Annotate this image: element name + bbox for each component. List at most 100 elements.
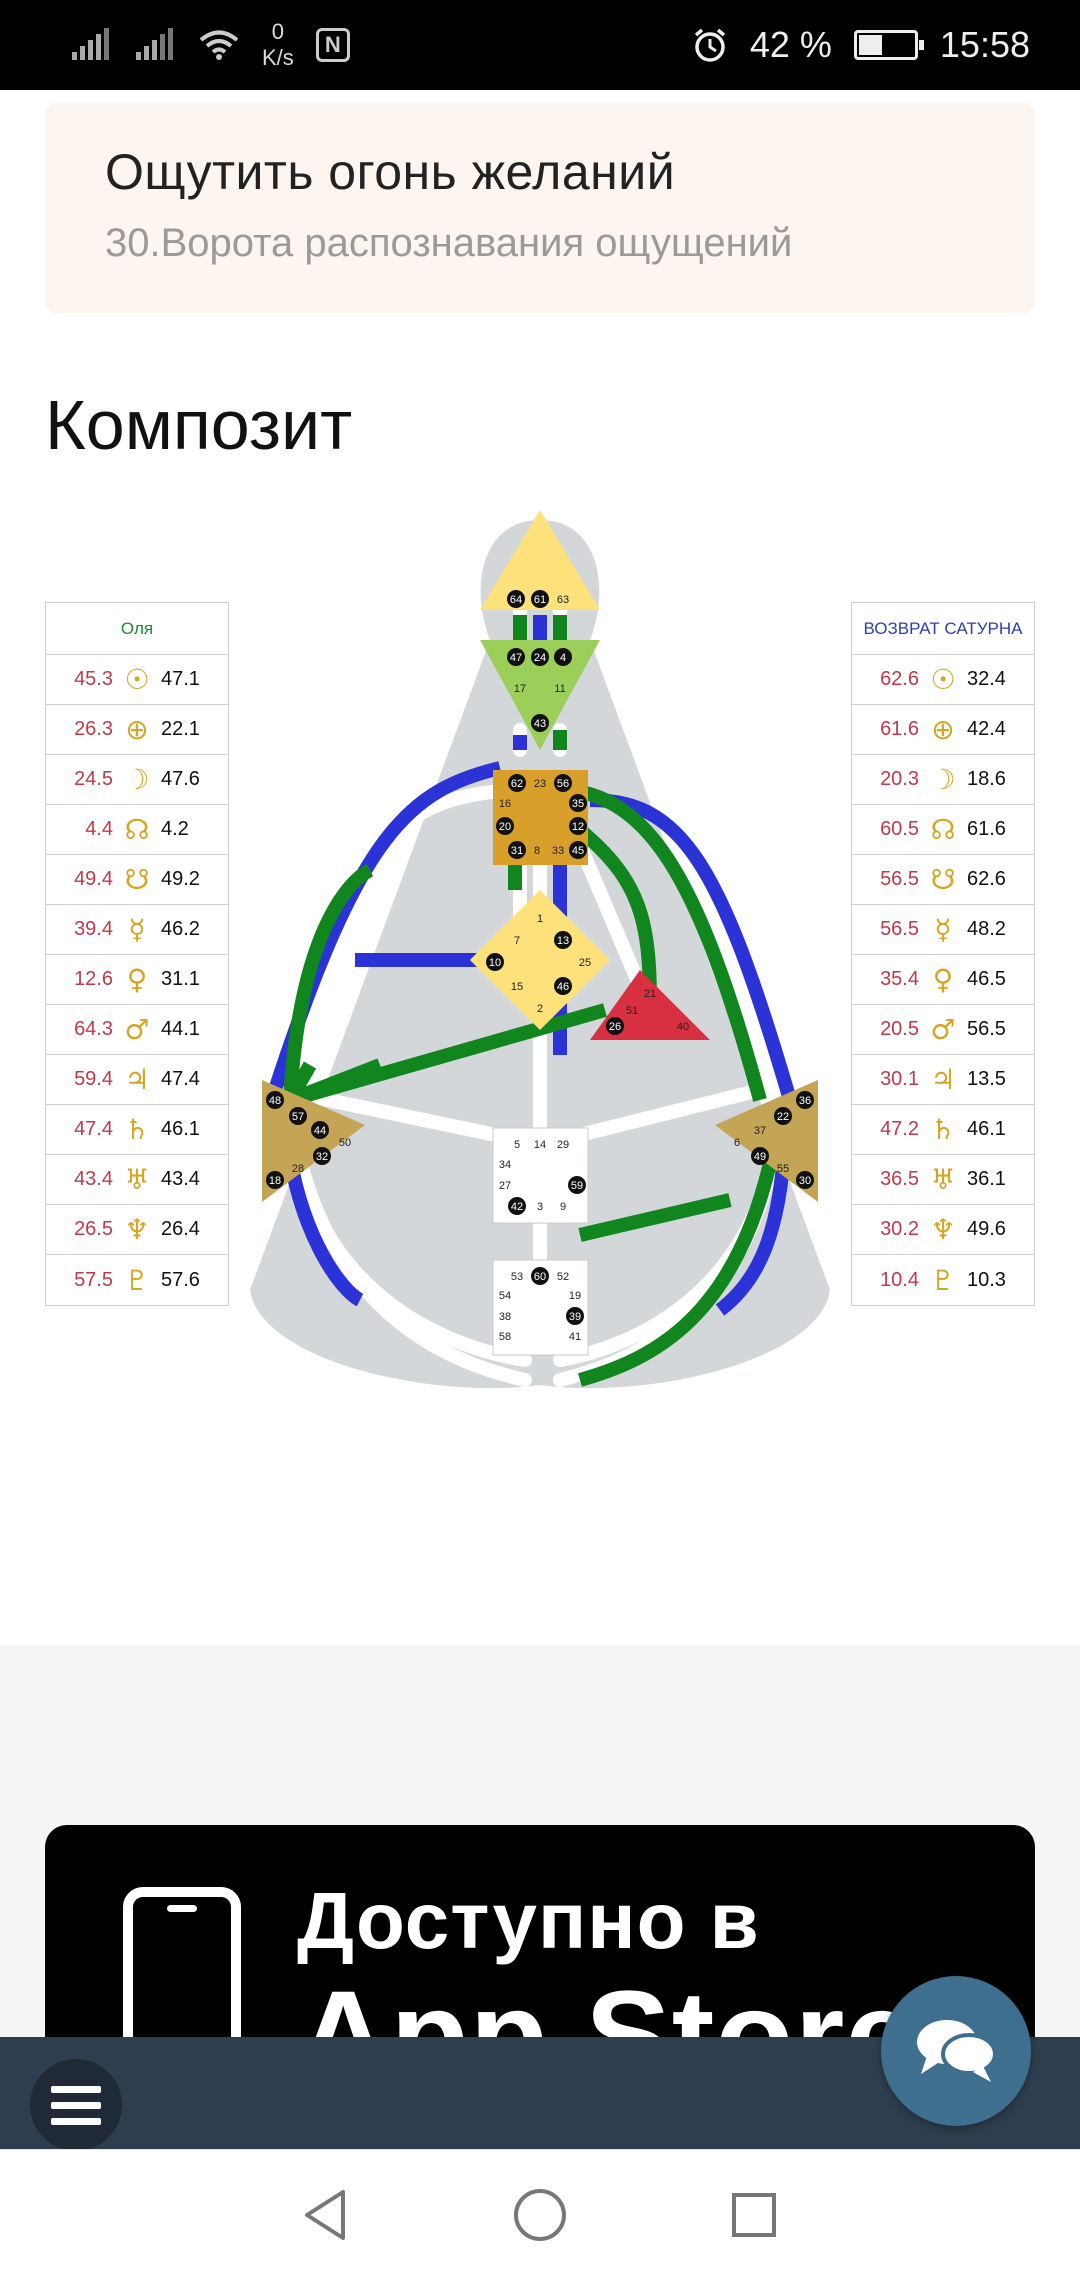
chat-button[interactable] [881, 1976, 1031, 2126]
gate-20[interactable]: 20 [496, 817, 514, 835]
gate-11[interactable]: 11 [554, 683, 565, 695]
gate-30[interactable]: 30 [796, 1171, 814, 1189]
gate-46[interactable]: 46 [554, 977, 572, 995]
gate-17[interactable]: 17 [514, 683, 526, 695]
gate-38[interactable]: 38 [499, 1311, 511, 1323]
person-b-row-mercury: 56.5☿48.2 [852, 905, 1034, 955]
gate-2[interactable]: 2 [537, 1003, 543, 1015]
gate-14[interactable]: 14 [534, 1139, 546, 1151]
gate-6[interactable]: 6 [734, 1137, 740, 1149]
gate-47[interactable]: 47 [507, 648, 525, 666]
gate-22[interactable]: 22 [774, 1107, 792, 1125]
app-store-line2: App Store [297, 1965, 918, 2045]
gate-23[interactable]: 23 [534, 778, 546, 790]
gate-label: 42 [511, 1201, 523, 1213]
gate-56[interactable]: 56 [554, 774, 572, 792]
signal-icon [72, 28, 109, 60]
gate-4[interactable]: 4 [554, 648, 572, 666]
gate-3[interactable]: 3 [537, 1201, 543, 1213]
gate-39[interactable]: 39 [566, 1307, 584, 1325]
gate-42[interactable]: 42 [508, 1197, 526, 1215]
gate-12[interactable]: 12 [569, 817, 587, 835]
gate-15[interactable]: 15 [511, 981, 523, 993]
gate-label: 10 [489, 957, 501, 969]
recents-icon[interactable] [722, 2183, 786, 2247]
home-icon[interactable] [508, 2183, 572, 2247]
gate-45[interactable]: 45 [569, 841, 587, 859]
gate-8[interactable]: 8 [534, 845, 540, 857]
venus-icon: ♀ [126, 963, 148, 996]
person-a-row-venus: 12.6♀31.1 [46, 955, 228, 1005]
gate-1[interactable]: 1 [537, 913, 543, 925]
activation-value: 20.5 [880, 1018, 919, 1040]
gate-49[interactable]: 49 [751, 1147, 769, 1165]
gate-label: 48 [269, 1095, 281, 1107]
gate-16[interactable]: 16 [499, 798, 511, 810]
gate-value: 49.6 [967, 1218, 1006, 1240]
system-nav-bar [0, 2149, 1080, 2280]
gate-card[interactable]: Ощутить огонь желаний 30.Ворота распозна… [45, 103, 1035, 313]
venus-icon: ♀ [932, 963, 954, 996]
gate-34[interactable]: 34 [499, 1159, 511, 1171]
gate-33[interactable]: 33 [552, 845, 564, 857]
gate-37[interactable]: 37 [754, 1125, 766, 1137]
gate-card-subtitle: 30.Ворота распознавания ощущений [105, 221, 793, 265]
gate-5[interactable]: 5 [514, 1139, 520, 1151]
gate-18[interactable]: 18 [266, 1171, 284, 1189]
gate-value: 46.1 [967, 1118, 1006, 1140]
gate-28[interactable]: 28 [292, 1163, 304, 1175]
pluto-icon: ♇ [124, 1263, 150, 1297]
gate-value: 43.4 [161, 1168, 200, 1190]
gate-40[interactable]: 40 [677, 1021, 689, 1033]
gate-61[interactable]: 61 [531, 590, 549, 608]
gate-7[interactable]: 7 [514, 935, 520, 947]
gate-54[interactable]: 54 [499, 1290, 511, 1302]
gate-35[interactable]: 35 [569, 794, 587, 812]
gate-36[interactable]: 36 [796, 1091, 814, 1109]
gate-13[interactable]: 13 [554, 931, 572, 949]
gate-label: 38 [499, 1311, 511, 1323]
gate-label: 39 [569, 1311, 581, 1323]
gate-label: 53 [511, 1271, 523, 1283]
gate-57[interactable]: 57 [289, 1107, 307, 1125]
gate-29[interactable]: 29 [557, 1139, 569, 1151]
gate-58[interactable]: 58 [499, 1331, 511, 1343]
uranus-icon: ♅ [124, 1163, 150, 1196]
gate-10[interactable]: 10 [486, 953, 504, 971]
gate-52[interactable]: 52 [557, 1271, 569, 1283]
gate-label: 41 [569, 1331, 581, 1343]
gate-43[interactable]: 43 [531, 714, 549, 732]
gate-label: 55 [777, 1163, 789, 1175]
gate-63[interactable]: 63 [557, 594, 569, 606]
gate-32[interactable]: 32 [313, 1147, 331, 1165]
gate-21[interactable]: 21 [644, 988, 656, 1000]
gate-label: 9 [560, 1201, 566, 1213]
gate-9[interactable]: 9 [560, 1201, 566, 1213]
gate-27[interactable]: 27 [499, 1180, 511, 1192]
gate-label: 36 [799, 1095, 811, 1107]
gate-41[interactable]: 41 [569, 1331, 581, 1343]
app-store-line1: Доступно в [297, 1876, 760, 1965]
gate-26[interactable]: 26 [606, 1017, 624, 1035]
gate-25[interactable]: 25 [579, 957, 591, 969]
gate-44[interactable]: 44 [311, 1121, 329, 1139]
gate-59[interactable]: 59 [568, 1176, 586, 1194]
gate-48[interactable]: 48 [266, 1091, 284, 1109]
gate-24[interactable]: 24 [531, 648, 549, 666]
gate-62[interactable]: 62 [508, 774, 526, 792]
person-a-row-moon: 24.5☽47.6 [46, 755, 228, 805]
gate-60[interactable]: 60 [531, 1267, 549, 1285]
solar-plexus-center [715, 1080, 818, 1202]
gate-64[interactable]: 64 [507, 590, 525, 608]
gate-55[interactable]: 55 [777, 1163, 789, 1175]
gate-19[interactable]: 19 [569, 1290, 581, 1302]
gate-53[interactable]: 53 [511, 1271, 523, 1283]
app-store-badge[interactable]: Доступно в App Store [45, 1825, 1035, 2045]
gate-50[interactable]: 50 [339, 1137, 351, 1149]
gate-31[interactable]: 31 [508, 841, 526, 859]
hamburger-menu-icon[interactable] [30, 2059, 122, 2151]
activation-value: 30.2 [880, 1218, 919, 1240]
back-icon[interactable] [294, 2183, 358, 2247]
gate-51[interactable]: 51 [626, 1005, 638, 1017]
